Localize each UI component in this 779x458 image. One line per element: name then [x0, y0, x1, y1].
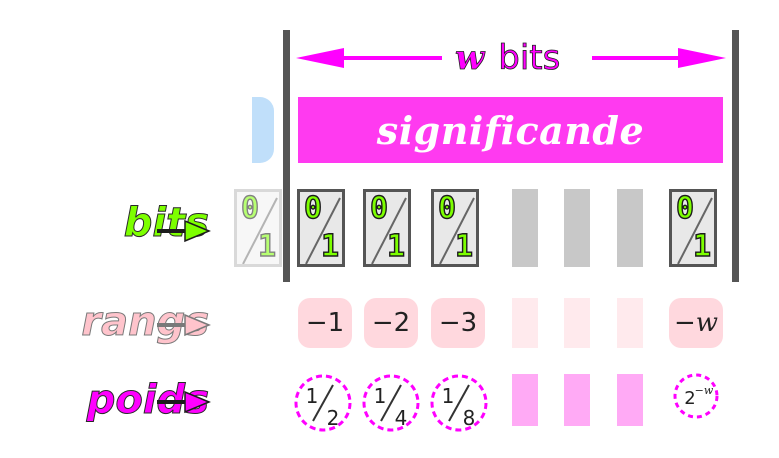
row-label-bits: bits — [123, 200, 209, 247]
rank-pill-3: −3 — [431, 298, 485, 348]
bit-box-3: 0 1 — [431, 189, 479, 267]
bit-one: 1 — [386, 229, 406, 264]
bit-box-2: 0 1 — [363, 189, 411, 267]
weight-base: 2 — [684, 388, 695, 409]
bits-arrow-icon — [157, 219, 211, 243]
elided-bit-placeholder — [564, 189, 590, 267]
weight-circle-3: 1 8 — [430, 374, 488, 432]
rank-pill-last: −w — [669, 298, 723, 348]
weight-numerator: 1 — [306, 384, 319, 408]
bit-box-last: 0 1 — [669, 189, 717, 267]
bit-one: 1 — [257, 229, 277, 264]
bit-one: 1 — [320, 229, 340, 264]
width-symbol: w — [455, 38, 485, 79]
bit-zero: 0 — [437, 191, 457, 226]
elided-bit-placeholder — [617, 189, 643, 267]
bit-zero: 0 — [240, 191, 260, 226]
weight-exponent: −w — [695, 384, 714, 397]
weight-denominator: 8 — [463, 406, 476, 430]
weight-denominator: 2 — [327, 406, 340, 430]
elided-weight-placeholder — [564, 374, 590, 426]
weight-denominator: 4 — [395, 406, 408, 430]
elided-rank-placeholder — [512, 298, 538, 348]
bit-zero: 0 — [675, 191, 695, 226]
width-label: w bits — [455, 34, 561, 82]
elided-rank-placeholder — [617, 298, 643, 348]
width-unit: bits — [498, 38, 561, 79]
weight-numerator: 1 — [374, 384, 387, 408]
weight-numerator: 1 — [442, 384, 455, 408]
weights-arrow-icon — [157, 390, 211, 414]
bit-one: 1 — [692, 229, 712, 264]
weight-circle-1: 1 2 — [294, 374, 352, 432]
rank-pill-1: −1 — [298, 298, 352, 348]
left-boundary-bar — [283, 30, 290, 282]
elided-bit-placeholder — [512, 189, 538, 267]
elided-weight-placeholder — [512, 374, 538, 426]
bit-box-1: 0 1 — [297, 189, 345, 267]
ranks-arrow-icon — [157, 313, 211, 337]
bit-zero: 0 — [369, 191, 389, 226]
previous-field-edge — [252, 97, 274, 163]
width-double-arrow — [296, 48, 726, 68]
rank-pill-2: −2 — [364, 298, 418, 348]
significand-label: significande — [376, 107, 645, 153]
weight-circle-2: 1 4 — [362, 374, 420, 432]
bit-zero: 0 — [303, 191, 323, 226]
elided-weight-placeholder — [617, 374, 643, 426]
previous-bit-box: 0 1 — [234, 189, 282, 267]
right-boundary-bar — [732, 30, 739, 282]
significand-field: significande — [298, 97, 723, 163]
bit-one: 1 — [454, 229, 474, 264]
weight-circle-last: 2 −w — [673, 373, 719, 419]
elided-rank-placeholder — [564, 298, 590, 348]
